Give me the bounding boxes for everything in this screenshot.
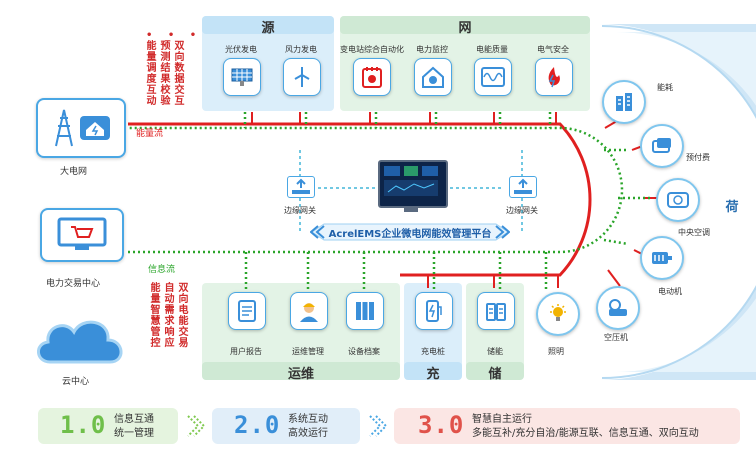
gateway-right-label: 边缘网关 <box>506 206 538 215</box>
prepaid-icon[interactable] <box>640 124 684 168</box>
platform-monitor[interactable] <box>378 160 448 208</box>
power-quality-label: 电能质量 <box>476 45 508 54</box>
cloud-label: 云中心 <box>62 377 90 387</box>
red-text-top-1: 能量调度互动 <box>144 40 155 106</box>
red-text-top-2: 预测结果校验 <box>158 40 169 106</box>
storage-footer: 储 <box>466 362 524 382</box>
stage-1-line2: 统一管理 <box>114 428 154 439</box>
trade-box[interactable] <box>40 208 124 262</box>
load-arc <box>600 24 756 380</box>
gateway-right[interactable] <box>509 176 537 198</box>
grid-header: 网 <box>340 16 590 36</box>
cloud-icon[interactable] <box>30 310 130 368</box>
stage-1-box: 1.0 信息互通 统一管理 <box>38 408 178 444</box>
red-text-bottom-2: 自动需求响应 <box>162 282 173 348</box>
grid-box[interactable] <box>36 98 126 158</box>
charge-footer: 充 <box>404 362 462 382</box>
ops-title: 运维 <box>287 367 314 382</box>
red-text-top-3: 双向数据交互 <box>172 40 183 106</box>
user-report-label: 用户报告 <box>230 347 262 356</box>
prepaid-label: 预付费 <box>686 153 710 162</box>
stage-2-line2: 高效运行 <box>288 428 328 439</box>
power-quality-icon[interactable] <box>474 58 512 96</box>
red-dots-top: • • • <box>146 30 203 41</box>
hvac-icon[interactable] <box>656 178 700 222</box>
motor-icon[interactable] <box>640 236 684 280</box>
stage-3-number: 3.0 <box>418 411 465 439</box>
substation-label: 变电站综合自动化 <box>340 45 404 54</box>
trade-label: 电力交易中心 <box>46 279 101 289</box>
wind-label: 风力发电 <box>285 45 317 54</box>
air-compressor-icon[interactable] <box>596 286 640 330</box>
stage-2-box: 2.0 系统互动 高效运行 <box>212 408 360 444</box>
user-report-icon[interactable] <box>228 292 266 330</box>
solar-icon[interactable] <box>223 58 261 96</box>
lighting-icon[interactable] <box>536 292 580 336</box>
air-compressor-label: 空压机 <box>604 333 628 342</box>
monitor-stand <box>404 206 418 212</box>
electrical-safety-label: 电气安全 <box>537 45 569 54</box>
ops-mgmt-label: 运维管理 <box>292 347 324 356</box>
storage-title: 储 <box>488 367 502 382</box>
energy-flow-label: 能量流 <box>136 129 164 139</box>
storage-label: 储能 <box>487 347 503 356</box>
energy-consumption-icon[interactable] <box>602 80 646 124</box>
wind-icon[interactable] <box>283 58 321 96</box>
solar-label: 光伏发电 <box>225 45 257 54</box>
stage-1-number: 1.0 <box>60 411 107 439</box>
stage-2-line1: 系统互动 <box>288 414 328 425</box>
red-text-bottom-1: 能量智慧管控 <box>148 282 159 348</box>
stage-3-box: 3.0 智慧自主运行 多能互补/充分自治/能源互联、信息互通、双向互动 <box>394 408 740 444</box>
hvac-label: 中央空调 <box>678 228 710 237</box>
gateway-left-label: 边缘网关 <box>284 206 316 215</box>
gateway-left[interactable] <box>287 176 315 198</box>
platform-title: AcrelEMS企业微电网能效管理平台 <box>328 229 492 240</box>
source-title: 源 <box>261 21 275 36</box>
red-text-bottom-3: 双向电能交易 <box>176 282 187 348</box>
load-title: 荷 <box>725 200 739 215</box>
motor-label: 电动机 <box>658 287 682 296</box>
monitoring-label: 电力监控 <box>416 45 448 54</box>
source-header: 源 <box>202 16 334 36</box>
stage-1-line1: 信息互通 <box>114 414 154 425</box>
monitoring-icon[interactable] <box>414 58 452 96</box>
grid-label: 大电网 <box>60 167 88 177</box>
ops-mgmt-icon[interactable] <box>290 292 328 330</box>
platform-banner-bg <box>310 223 510 241</box>
stage-3-line1: 智慧自主运行 <box>472 414 532 425</box>
info-flow-label: 信息流 <box>148 265 176 275</box>
ops-footer: 运维 <box>202 362 400 382</box>
electrical-safety-icon[interactable] <box>535 58 573 96</box>
stage-3-line2: 多能互补/充分自治/能源互联、信息互通、双向互动 <box>472 428 699 439</box>
charger-label: 充电桩 <box>421 347 445 356</box>
stage-2-number: 2.0 <box>234 411 281 439</box>
charger-icon[interactable] <box>415 292 453 330</box>
grid-title: 网 <box>458 21 472 36</box>
device-archive-label: 设备档案 <box>348 347 380 356</box>
substation-icon[interactable] <box>353 58 391 96</box>
chevron-right-icon-2 <box>369 415 388 437</box>
device-archive-icon[interactable] <box>346 292 384 330</box>
charge-title: 充 <box>426 367 440 382</box>
storage-icon[interactable] <box>477 292 515 330</box>
energy-consumption-label: 能耗 <box>657 83 673 92</box>
lighting-label: 照明 <box>548 347 564 356</box>
chevron-right-icon-1 <box>187 415 206 437</box>
